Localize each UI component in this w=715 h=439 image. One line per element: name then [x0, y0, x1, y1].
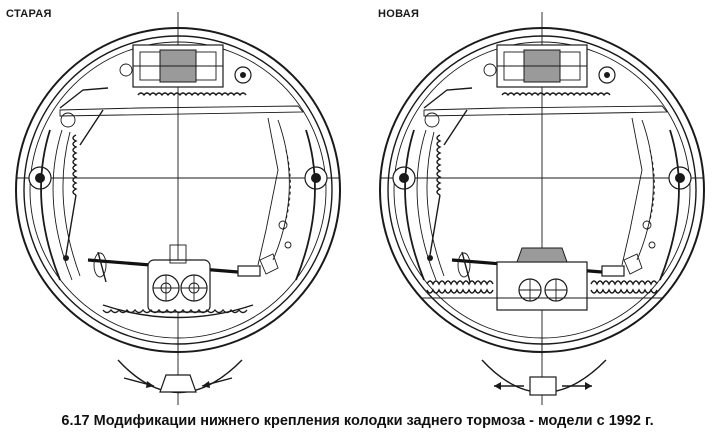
detail-new — [481, 340, 607, 405]
label-old-version: СТАРАЯ — [6, 8, 52, 20]
figure-caption: 6.17 Модификации нижнего крепления колод… — [61, 413, 654, 429]
detail-old — [117, 340, 243, 405]
label-new-version: НОВАЯ — [378, 8, 420, 20]
brake-assembly-old — [14, 10, 342, 357]
brake-diagram — [14, 10, 706, 405]
brake-assembly-new — [378, 10, 706, 357]
